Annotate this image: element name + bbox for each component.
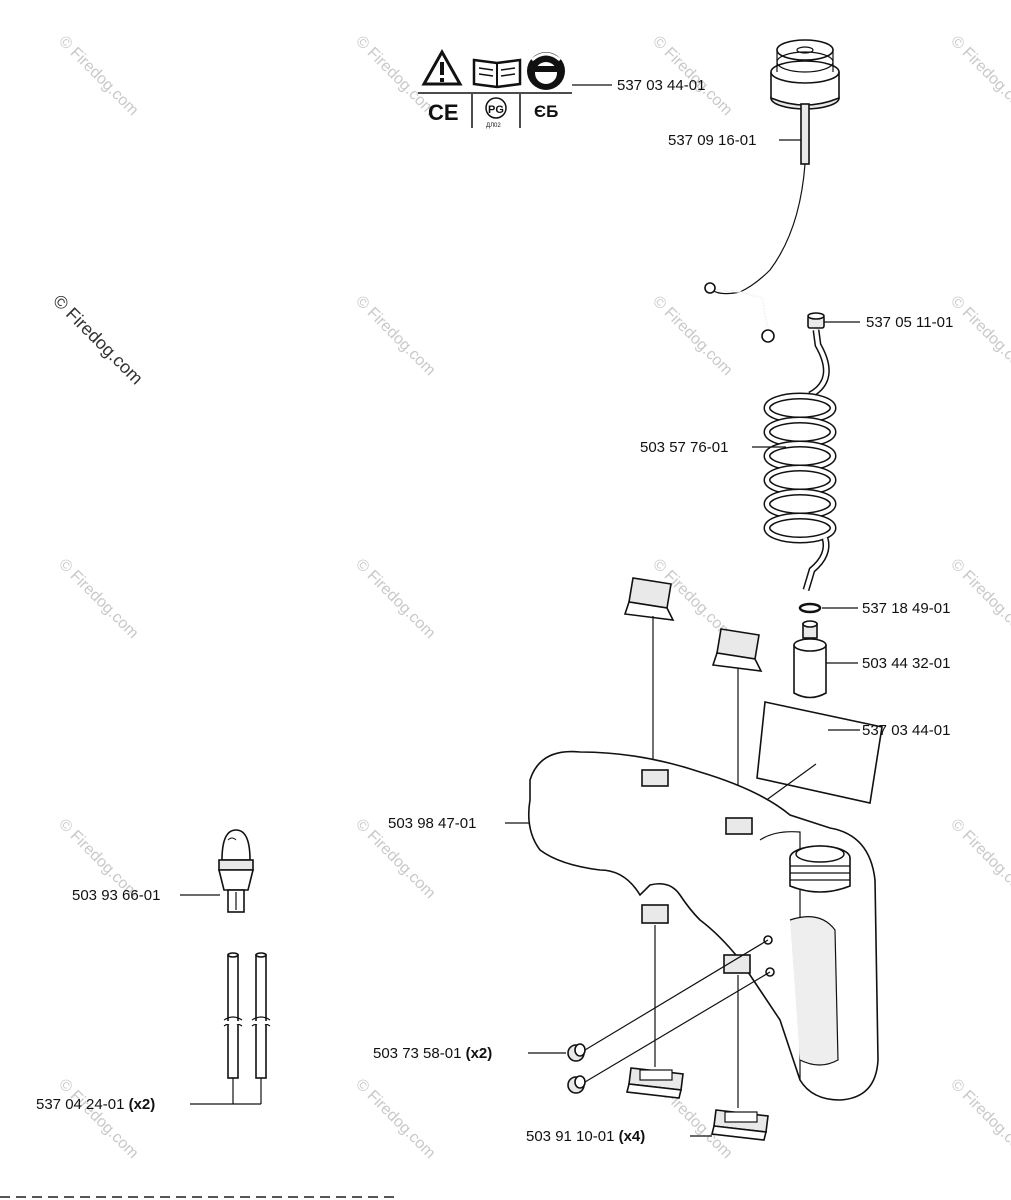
fuel-lines: 537 04 24-01 (x2) <box>36 952 271 1113</box>
label-decal-set: 537 03 44-01 <box>617 77 705 94</box>
primer-bulb: 503 93 66-01 <box>72 829 255 913</box>
label-fuel-hose: 503 57 76-01 <box>640 439 728 456</box>
watermark: © Firedog.com <box>947 293 1011 379</box>
label-fuel-filter-fitting: 537 05 11-01 <box>866 314 953 331</box>
watermark: © Firedog.com <box>947 556 1011 642</box>
lower-dampers: 503 91 10-01 (x4) <box>526 925 769 1145</box>
watermark: © Firedog.com <box>352 556 438 642</box>
watermark-main: © Firedog.com <box>49 291 147 389</box>
watermark: © Firedog.com <box>352 33 438 119</box>
watermark: © Firedog.com <box>55 556 141 642</box>
label-fuel-tank: 503 98 47-01 <box>388 815 476 832</box>
pg-sub-mark: ДЛ02 <box>486 123 501 129</box>
decal-plate: 537 03 44-01 <box>727 701 950 829</box>
watermark: © Firedog.com <box>947 33 1011 119</box>
label-fuel-filter: 503 44 32-01 <box>862 655 950 672</box>
label-decal: 537 03 44-01 <box>862 722 950 739</box>
watermark: © Firedog.com <box>352 1076 438 1162</box>
label-tank-cap: 537 09 16-01 <box>668 132 756 149</box>
watermark: © Firedog.com <box>55 1076 141 1162</box>
tank-cap: 537 09 16-01 <box>668 39 840 343</box>
upper-dampers <box>623 577 763 816</box>
watermark: © Firedog.com <box>649 33 735 119</box>
label-primer-bulb: 503 93 66-01 <box>72 887 160 904</box>
fuel-hose-assembly: 537 05 11-01 503 57 76-01 537 18 49-01 <box>640 312 953 699</box>
pg-mark: PG <box>488 104 504 116</box>
ce-mark: CE <box>428 100 459 125</box>
helmet-icon <box>527 52 565 90</box>
label-plug: 503 73 58-01 (x2) <box>373 1045 492 1062</box>
label-o-ring: 537 18 49-01 <box>862 600 950 617</box>
decal-symbols: CE PG ДЛ02 ЄБ 537 03 44-01 <box>418 48 705 129</box>
label-vibration-damper: 503 91 10-01 (x4) <box>526 1128 645 1145</box>
watermark: © Firedog.com <box>947 816 1011 902</box>
plugs: 503 73 58-01 (x2) <box>373 939 771 1094</box>
watermark: © Firedog.com <box>352 293 438 379</box>
eac-mark: ЄБ <box>534 102 558 121</box>
fuel-tank: 503 98 47-01 <box>388 750 879 1101</box>
watermark: © Firedog.com <box>947 1076 1011 1162</box>
label-fuel-lines: 537 04 24-01 (x2) <box>36 1096 155 1113</box>
watermark: © Firedog.com <box>649 293 735 379</box>
watermark: © Firedog.com <box>55 33 141 119</box>
manual-book-icon <box>472 58 522 89</box>
warning-triangle-icon <box>421 48 463 86</box>
